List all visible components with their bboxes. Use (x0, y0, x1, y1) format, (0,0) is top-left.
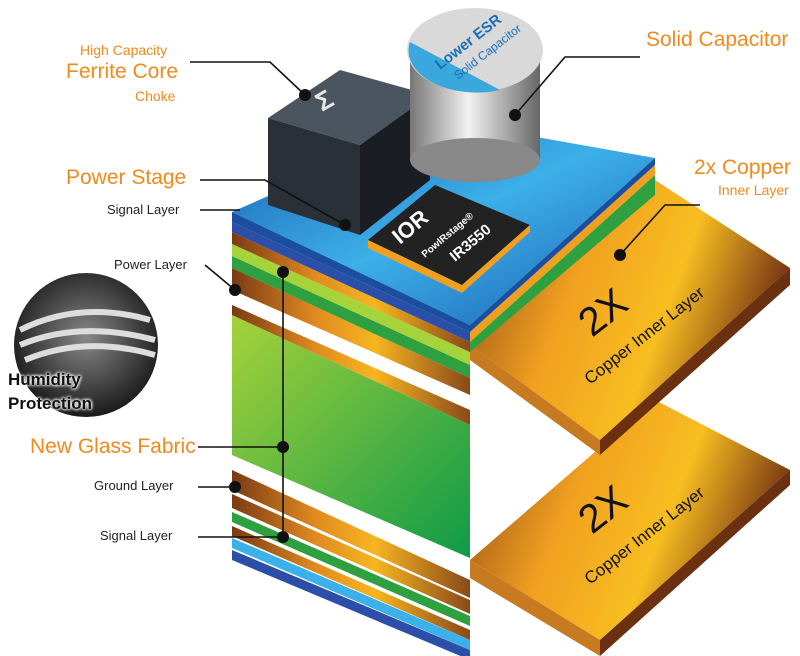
label-choke: Choke (135, 88, 176, 104)
label-signal-layer-bottom: Signal Layer (100, 528, 173, 543)
label-solid-capacitor: Solid Capacitor (646, 28, 789, 51)
lower-copper-block (470, 400, 790, 656)
label-ground-layer: Ground Layer (94, 478, 174, 493)
label-ferrite-pre: High Capacity (80, 42, 168, 58)
humidity-fiber-inset (14, 273, 158, 417)
leader-lines (190, 56, 700, 538)
label-protection: Protection (8, 394, 93, 413)
bottom-layers (232, 470, 470, 656)
label-power-layer: Power Layer (114, 257, 187, 272)
label-signal-layer-top: Signal Layer (107, 202, 180, 217)
leader-dots (229, 89, 626, 543)
upper-copper-block (470, 180, 790, 455)
solid-capacitor: Lower ESR Solid Capacitor (407, 8, 543, 182)
label-humidity: Humidity (8, 370, 81, 389)
label-ferrite-core: Ferrite Core (66, 60, 179, 83)
glass-fabric-core (232, 305, 470, 558)
label-power-stage: Power Stage (66, 166, 187, 189)
label-inner-layer: Inner Layer (718, 182, 789, 198)
label-new-glass-fabric: New Glass Fabric (30, 435, 196, 458)
label-2x-copper: 2x Copper (694, 156, 791, 179)
